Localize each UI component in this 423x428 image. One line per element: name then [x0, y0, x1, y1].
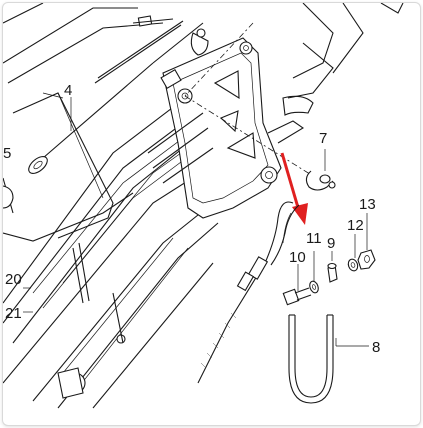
exploded-parts-diagram: 4 5 7 8 9 10 11 12 13 20 21 [3, 3, 404, 409]
washer-part-11 [309, 280, 319, 294]
shackle-part-7 [305, 170, 336, 191]
leader-lines [23, 92, 369, 347]
washer-part-12 [347, 258, 359, 272]
callout-13: 13 [359, 196, 376, 213]
rod-assembly [28, 15, 204, 174]
callout-9: 9 [327, 235, 335, 252]
chassis-frame [3, 3, 404, 242]
callout-8: 8 [372, 339, 380, 356]
callout-20: 20 [5, 271, 22, 288]
u-bolt-part-8 [288, 314, 334, 404]
callout-4: 4 [64, 82, 72, 99]
wire-rope [197, 201, 300, 384]
side-plate-left [3, 92, 124, 344]
bracket-plate [147, 37, 282, 219]
assembly-centerline [184, 22, 322, 182]
connector-part-9 [327, 262, 338, 283]
callout-21: 21 [5, 305, 22, 322]
callout-12: 12 [347, 217, 364, 234]
boom-channel-lower [3, 167, 219, 409]
callout-10: 10 [289, 249, 306, 266]
callout-7: 7 [319, 130, 327, 147]
callout-5: 5 [3, 145, 11, 162]
install-direction-arrow [280, 152, 308, 225]
bolt-part-10 [282, 287, 312, 306]
lower-shackle [57, 334, 126, 399]
callout-11: 11 [306, 230, 322, 247]
top-shackle [190, 28, 209, 56]
nut-part-13 [357, 249, 376, 270]
callout-labels: 4 5 7 8 9 10 11 12 13 20 21 [3, 82, 380, 356]
